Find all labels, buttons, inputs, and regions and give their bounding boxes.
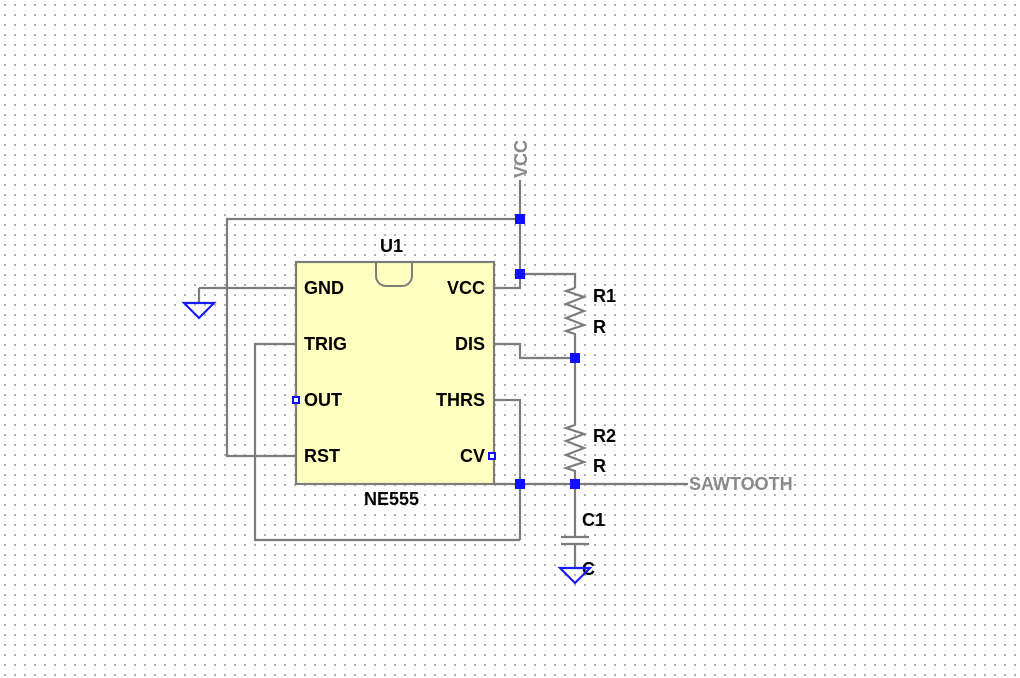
resistor-r1[interactable]: R1 R — [562, 286, 616, 340]
chip-notch — [375, 262, 413, 287]
chip-part-label: NE555 — [364, 489, 419, 509]
pin-label-cv: CV — [460, 446, 485, 466]
wire-dis[interactable] — [494, 342, 575, 360]
chip-ne555[interactable]: U1 NE555 GND TRIG OUT RST VCC DIS THRS C… — [292, 236, 496, 509]
pin-out-unconnected[interactable] — [292, 396, 300, 404]
pin-label-rst: RST — [304, 446, 340, 466]
junction-thrs[interactable] — [515, 479, 525, 489]
r2-ref-label: R2 — [593, 426, 616, 446]
net-label-sawtooth[interactable]: SAWTOOTH — [689, 474, 793, 494]
pin-label-thrs: THRS — [436, 390, 485, 410]
pin-label-vcc: VCC — [447, 278, 485, 298]
junction-vcc-top[interactable] — [515, 214, 525, 224]
pin-label-trig: TRIG — [304, 334, 347, 354]
ground-icon[interactable] — [181, 301, 217, 320]
pin-label-dis: DIS — [455, 334, 485, 354]
resistor-r2-symbol — [562, 423, 588, 474]
junction-vcc-r1[interactable] — [515, 269, 525, 279]
r2-value-label: R — [593, 456, 606, 476]
wire-trig[interactable] — [253, 342, 520, 542]
r1-value-label: R — [593, 317, 606, 337]
pin-label-gnd: GND — [304, 278, 344, 298]
net-label-vcc[interactable]: VCC — [511, 140, 531, 178]
c1-ref-label: C1 — [582, 510, 605, 530]
chip-body — [294, 260, 496, 486]
junctions — [515, 214, 580, 489]
pin-cv-unconnected[interactable] — [488, 452, 496, 460]
wire-thrs[interactable] — [494, 398, 522, 540]
resistor-r2[interactable]: R2 R — [562, 423, 616, 476]
wire-vcc-to-rst[interactable] — [225, 217, 520, 458]
pin-label-out: OUT — [304, 390, 342, 410]
r1-ref-label: R1 — [593, 286, 616, 306]
junction-dis[interactable] — [570, 353, 580, 363]
wire-vcc-to-r1[interactable] — [520, 272, 577, 288]
ground-icon-c1[interactable] — [557, 566, 593, 585]
chip-ref-label: U1 — [380, 236, 403, 256]
junction-sawtooth[interactable] — [570, 479, 580, 489]
resistor-r1-symbol — [562, 286, 588, 340]
